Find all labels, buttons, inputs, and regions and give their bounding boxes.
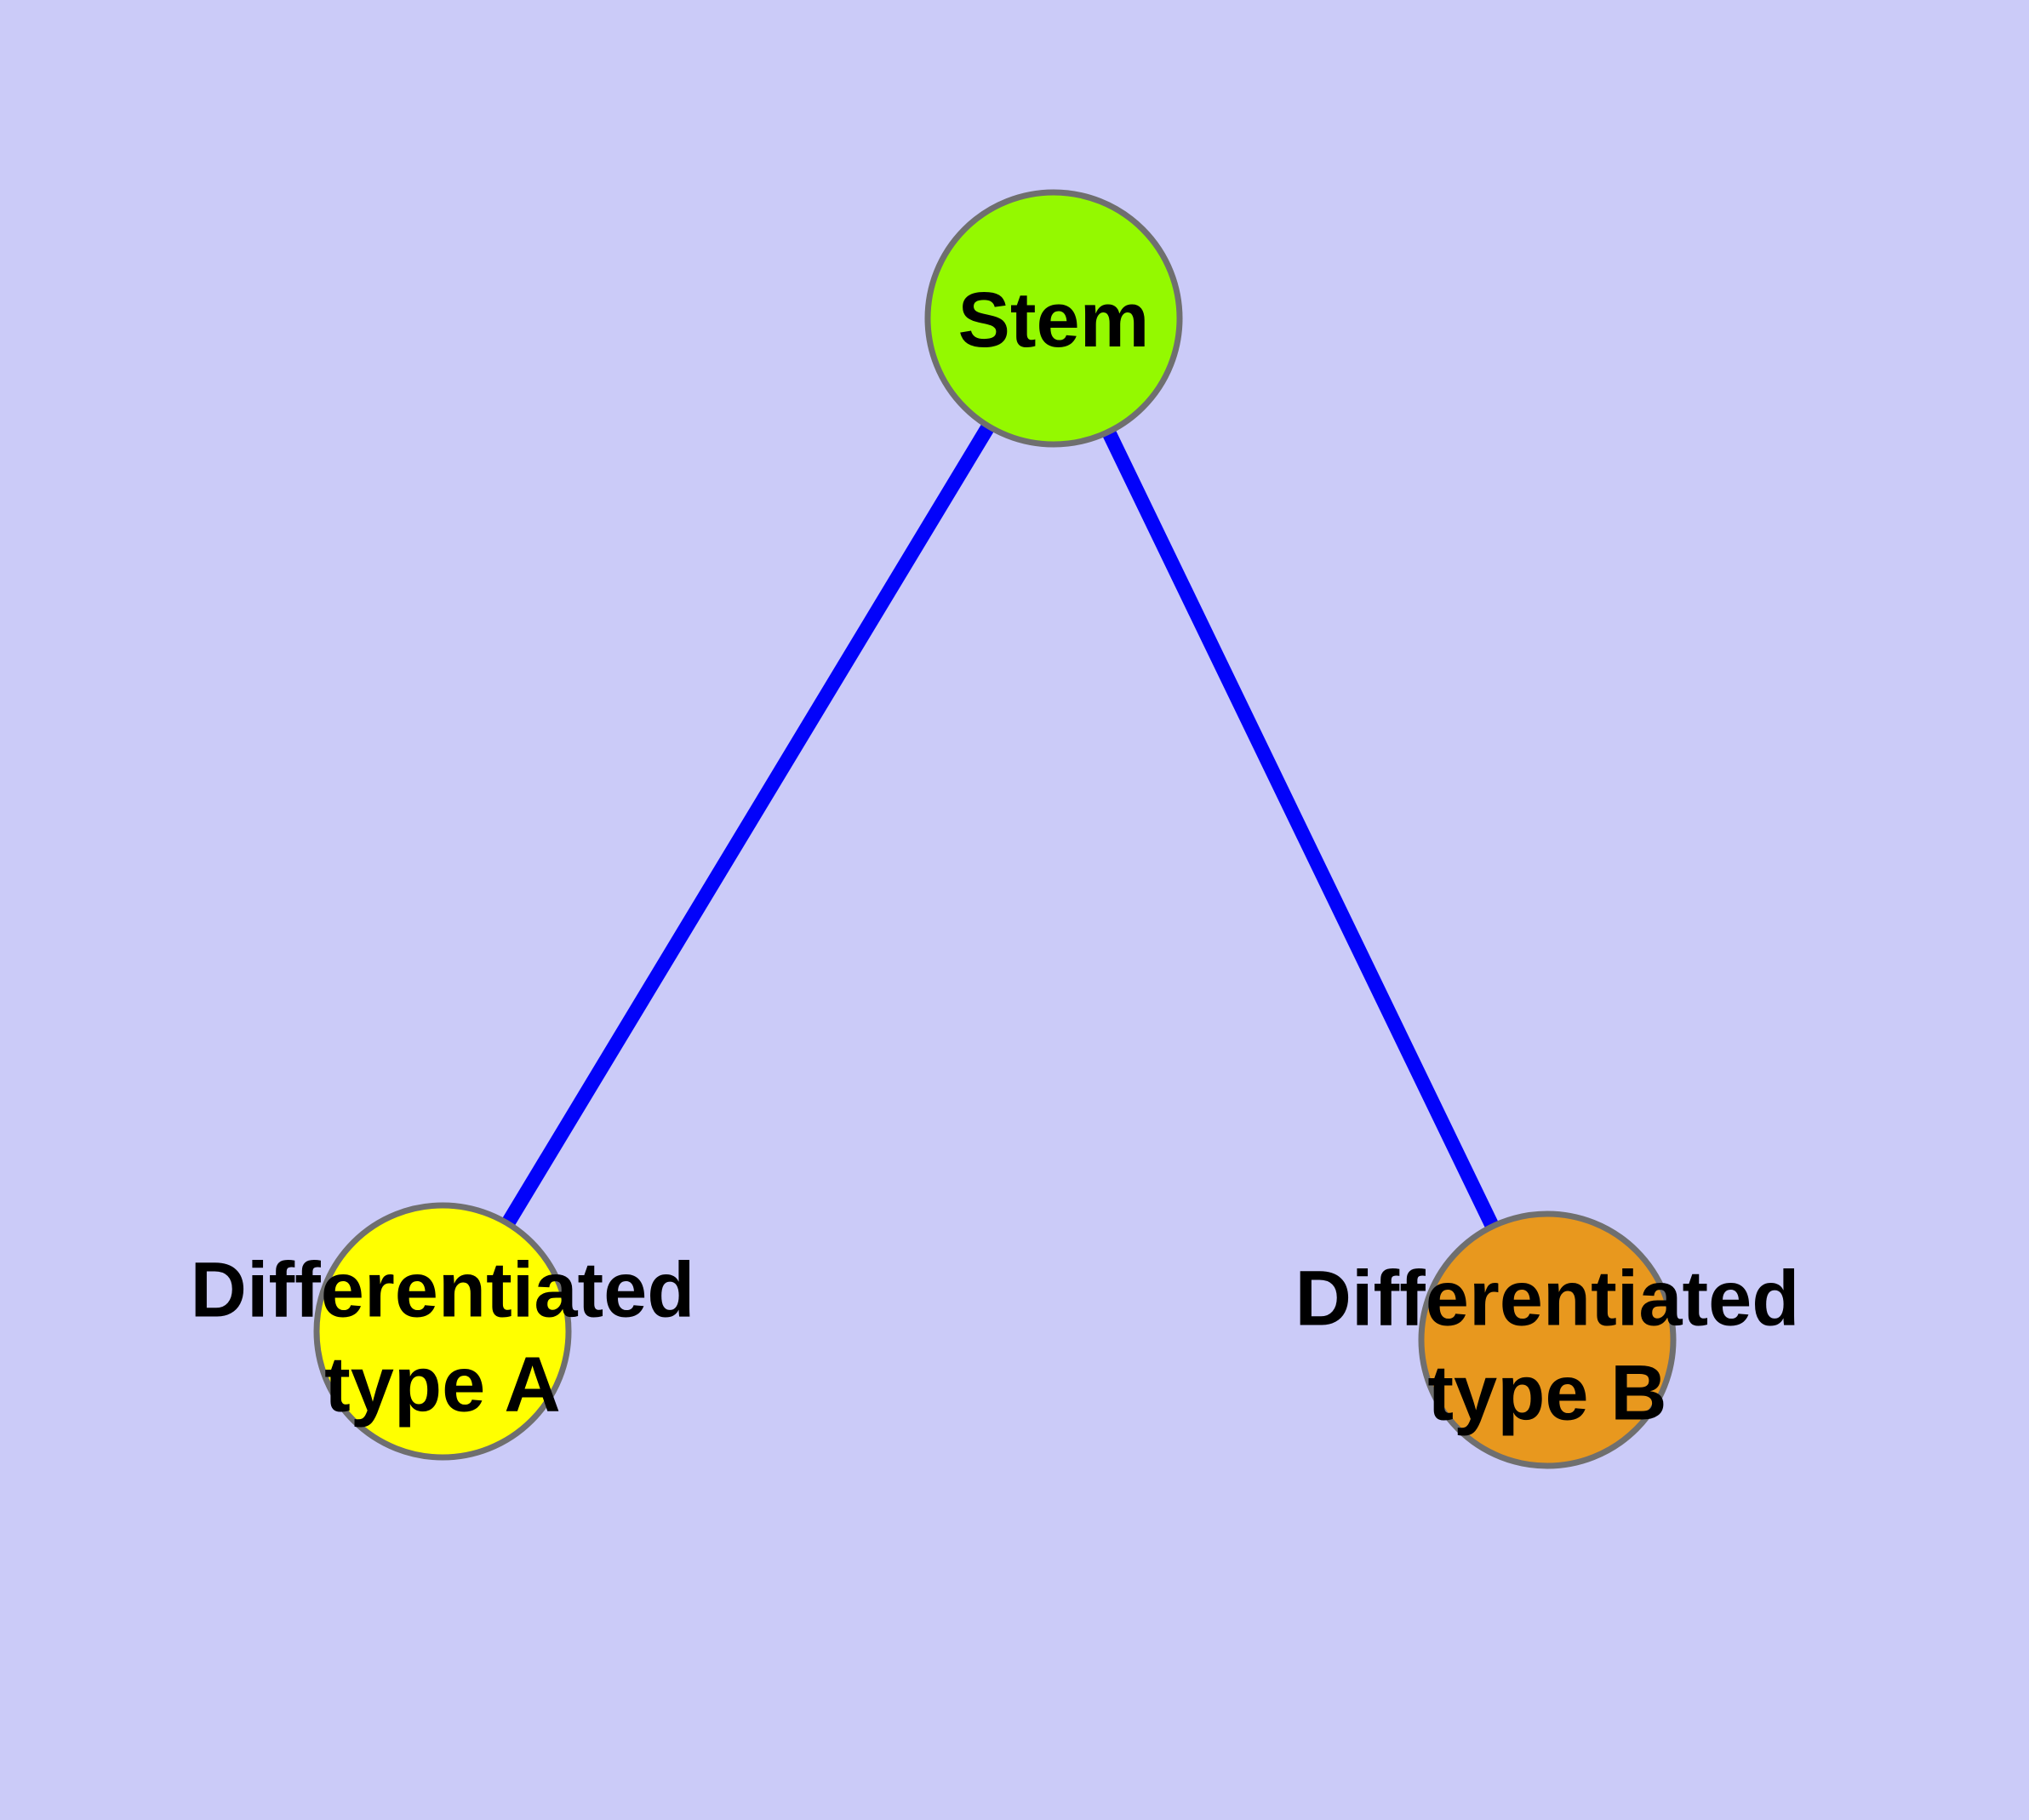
nodes-layer: [313, 189, 1677, 1469]
node-differentiated-type-a: [313, 1202, 572, 1461]
node-label-stem: Stem: [958, 277, 1150, 363]
node-stem: [924, 189, 1183, 448]
node-differentiated-type-b: [1418, 1210, 1677, 1469]
edge-stem-to-differentiated-type-b: [1047, 315, 1554, 1343]
edge-stem-to-differentiated-type-a: [436, 314, 1060, 1336]
edges-layer: [436, 314, 1554, 1343]
